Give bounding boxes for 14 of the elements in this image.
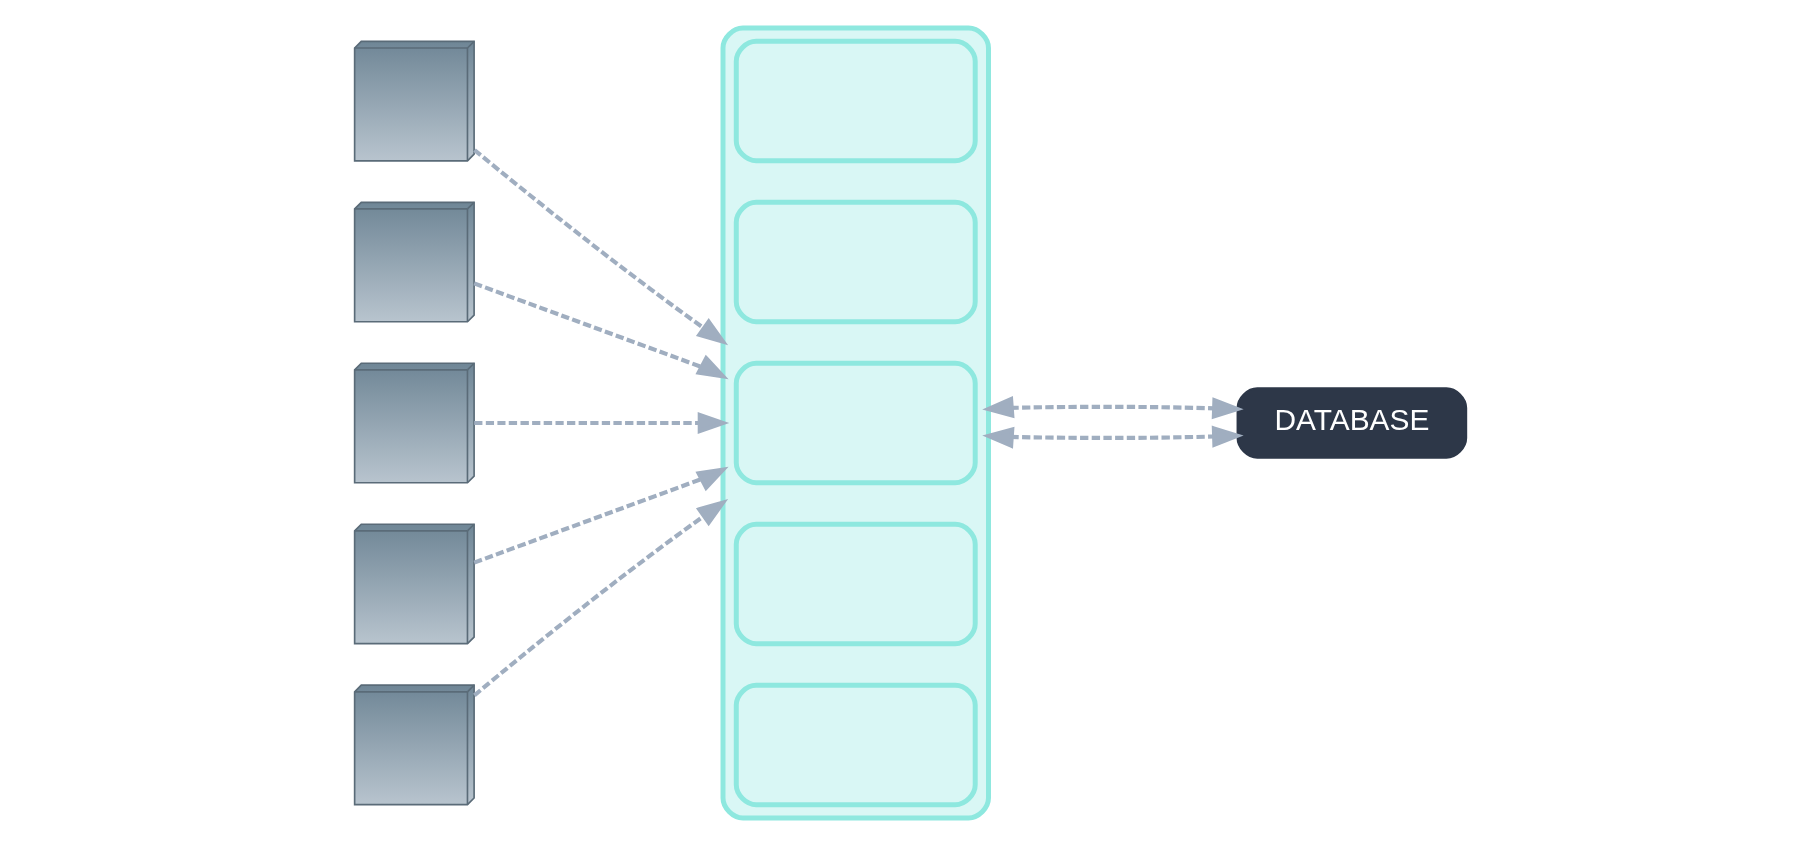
arrow — [981, 425, 1244, 449]
cluster — [720, 25, 991, 821]
arrow — [473, 466, 729, 565]
arrow — [472, 499, 728, 697]
arrow — [981, 396, 1244, 420]
node-box — [733, 360, 978, 486]
arrow — [472, 148, 728, 346]
node-box — [733, 682, 978, 808]
node-box — [733, 199, 978, 325]
node-box — [733, 521, 978, 647]
arrow — [473, 411, 729, 435]
node-box — [733, 38, 978, 164]
arrow — [473, 281, 729, 380]
node-box: DATABASE — [1236, 387, 1467, 459]
